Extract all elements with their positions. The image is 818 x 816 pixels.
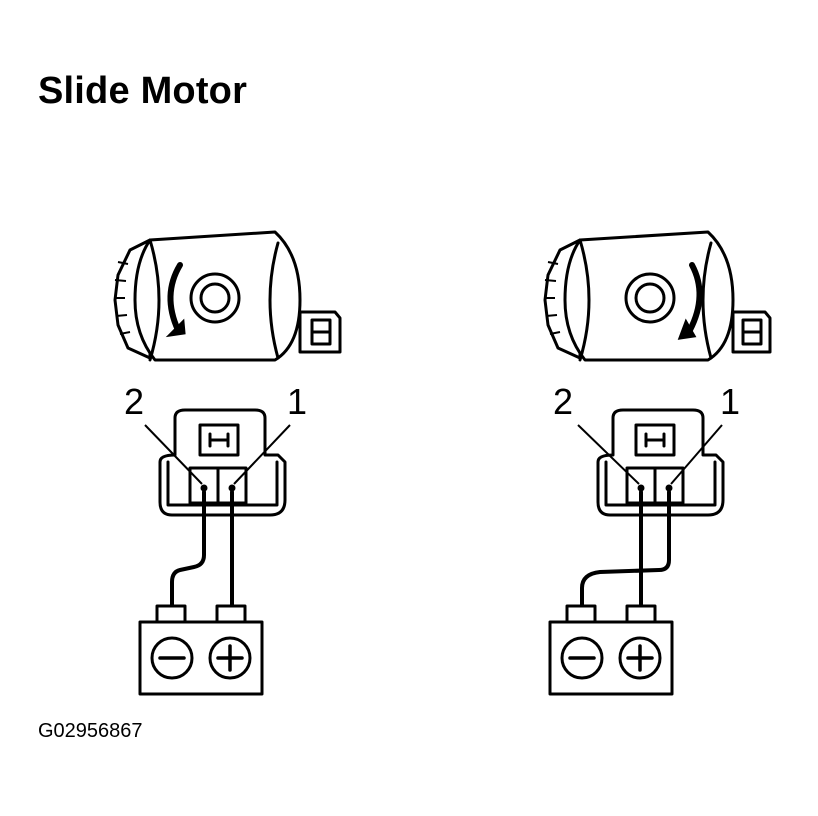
motor-left bbox=[113, 230, 342, 362]
wire-negative-right bbox=[580, 490, 671, 610]
diagram-right: 2 1 bbox=[543, 230, 772, 696]
positive-terminal-left-icon bbox=[208, 636, 252, 680]
leader-2-left bbox=[144, 424, 203, 485]
battery-left bbox=[138, 604, 264, 696]
rotation-arrow-left-icon bbox=[165, 318, 186, 338]
connector-right bbox=[596, 408, 725, 517]
pin-label-2-left: 2 bbox=[124, 381, 144, 422]
wire-negative-left bbox=[170, 490, 206, 610]
leader-1-left bbox=[233, 424, 291, 485]
battery-right bbox=[548, 604, 674, 696]
pin-2-right-dot bbox=[637, 484, 645, 492]
motor-shaft-left bbox=[189, 272, 241, 324]
diagram-left: 2 1 bbox=[113, 230, 342, 696]
figure-code: G02956867 bbox=[38, 720, 143, 742]
pin-2-left-dot bbox=[200, 484, 208, 492]
negative-terminal-right-icon bbox=[560, 636, 604, 680]
motor-shaft-right bbox=[624, 272, 676, 324]
motor-right bbox=[543, 230, 772, 362]
positive-terminal-right-icon bbox=[618, 636, 662, 680]
pin-label-1-right: 1 bbox=[720, 381, 740, 422]
pin-1-left-dot bbox=[228, 484, 236, 492]
pin-label-2-right: 2 bbox=[553, 381, 573, 422]
pin-1-right-dot bbox=[665, 484, 673, 492]
negative-terminal-left-icon bbox=[150, 636, 194, 680]
rotation-arrow-right-icon bbox=[677, 318, 697, 340]
page-title: Slide Motor bbox=[38, 70, 248, 112]
pin-label-1-left: 1 bbox=[287, 381, 307, 422]
connector-left bbox=[158, 408, 287, 517]
leader-2-right bbox=[577, 424, 640, 485]
leader-1-right bbox=[670, 424, 723, 485]
